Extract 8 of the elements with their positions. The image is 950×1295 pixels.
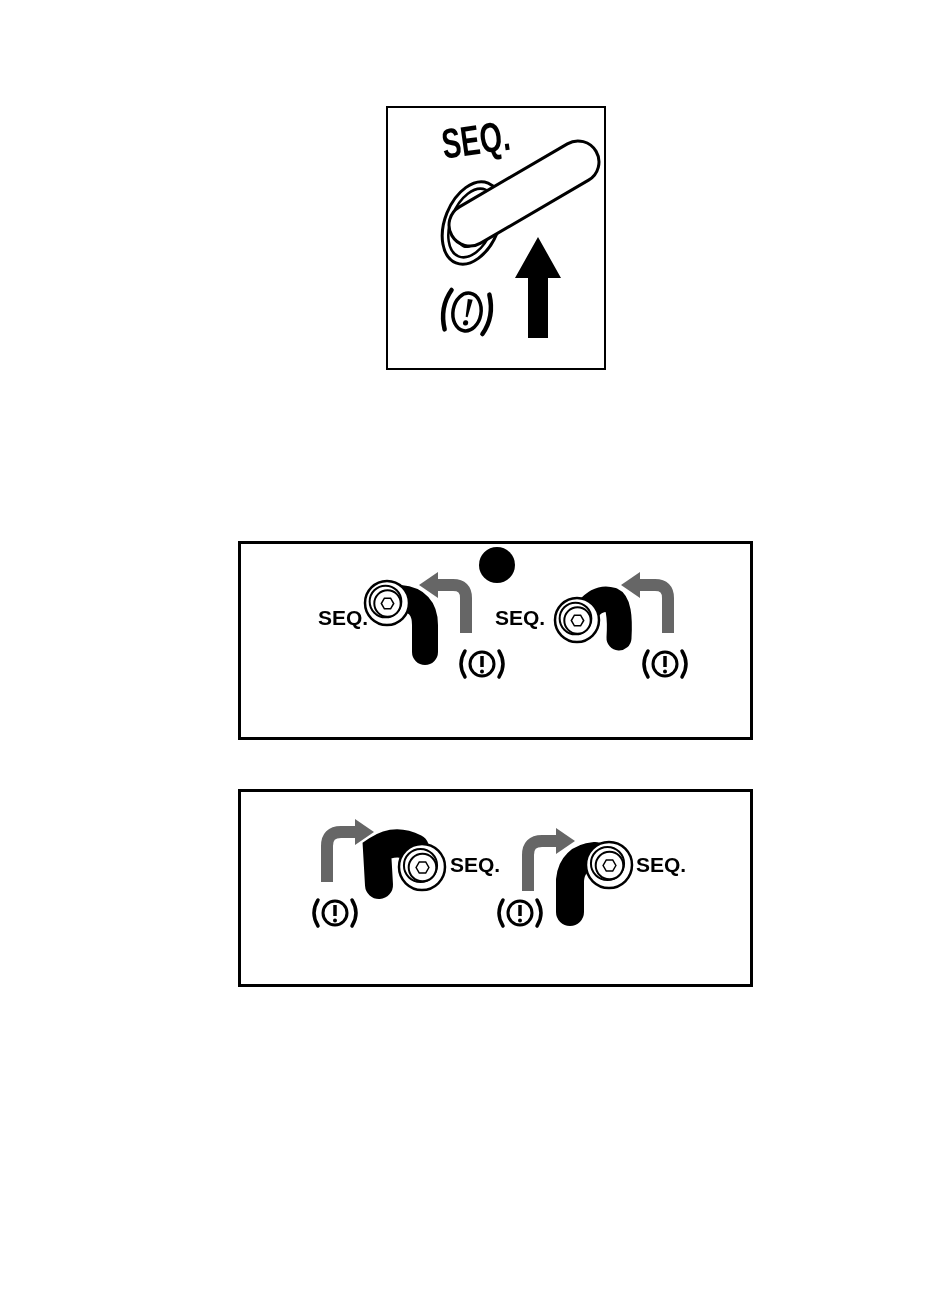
switch-label: SEQ.	[636, 854, 687, 875]
switch-label: SEQ.	[450, 854, 501, 875]
switch-label: SEQ.	[495, 607, 546, 628]
switch-label: SEQ.	[318, 607, 369, 628]
switch-panel	[238, 789, 753, 987]
switch-panel	[238, 541, 753, 740]
switch-label: SEQ.	[439, 114, 513, 166]
switch-panel	[386, 106, 606, 370]
